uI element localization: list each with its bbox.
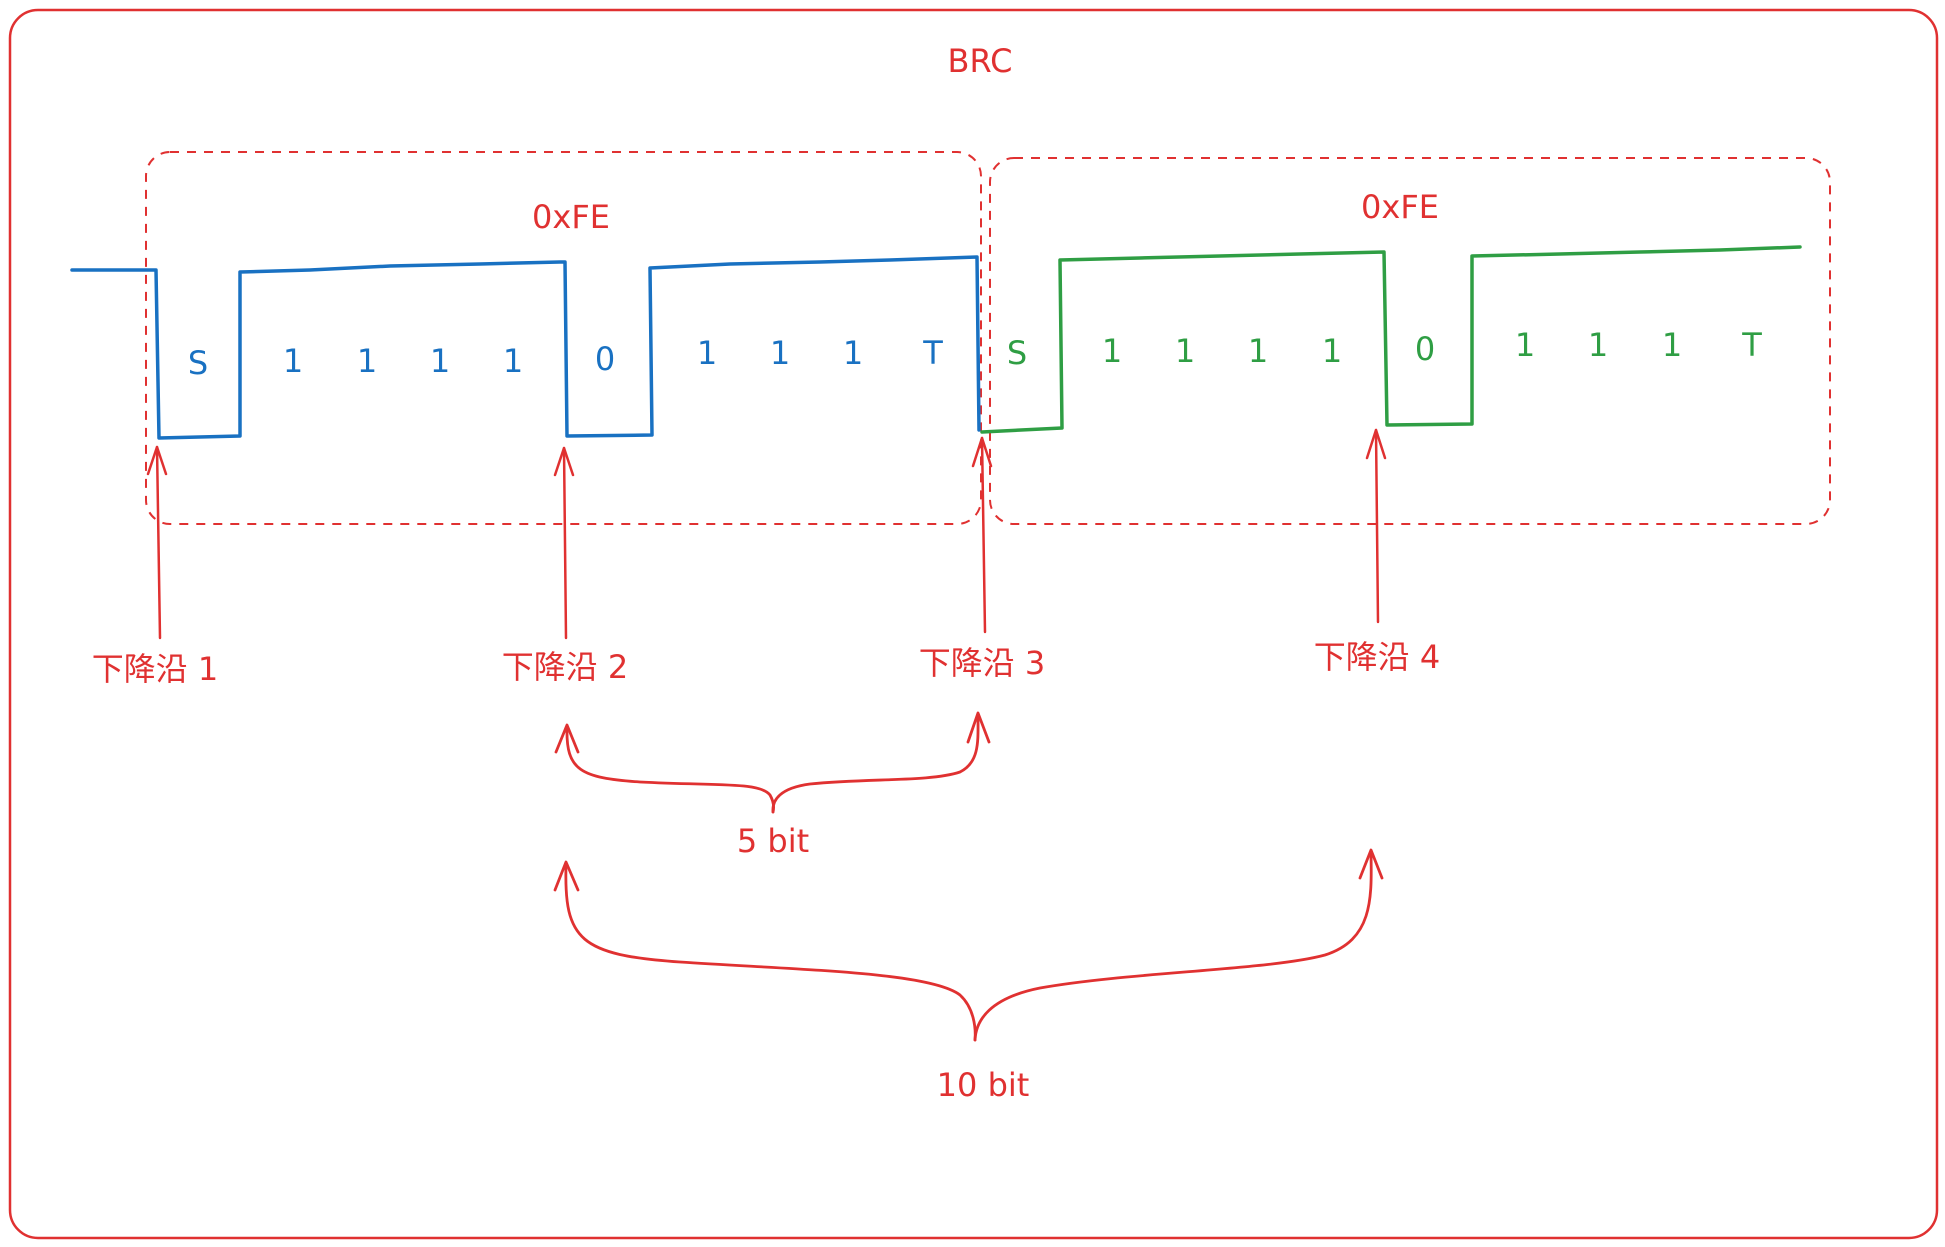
frame-2-bit: 1 (1175, 332, 1195, 370)
frame-1-hex-label: 0xFE (532, 198, 610, 236)
frame-1-bit-labels: S 1 1 1 1 0 1 1 1 T (188, 334, 943, 382)
frame-1-bit: S (188, 344, 208, 382)
frame-1-bit: T (922, 334, 943, 372)
span-10-bit-label: 10 bit (937, 1066, 1030, 1104)
falling-edge-3-label: 下降沿 3 (919, 644, 1046, 682)
frame-1-bit: 1 (283, 342, 303, 380)
frame-2-bit: 1 (1588, 326, 1608, 364)
falling-edge-3-arrow (971, 436, 993, 634)
frame-2-bit: 1 (1515, 326, 1535, 364)
frame-1-bit: 1 (503, 342, 523, 380)
frame-1-bit: 1 (843, 334, 863, 372)
falling-edge-2-label: 下降沿 2 (502, 648, 629, 686)
outer-border (8, 8, 1939, 1240)
span-5-bit-arrow (554, 711, 991, 814)
frame-2-bit: S (1007, 334, 1027, 372)
span-10-bit-arrow (553, 848, 1384, 1042)
frame-2-bit: 1 (1322, 332, 1342, 370)
falling-edge-1-arrow (146, 445, 168, 640)
frame-2-bit: 0 (1415, 330, 1435, 368)
falling-edge-arrows (146, 428, 1387, 640)
falling-edge-4-arrow (1365, 428, 1387, 624)
diagram-title: BRC (948, 42, 1013, 80)
frame-1-bit: 0 (595, 340, 615, 378)
frame-1-dashed-box (145, 151, 982, 525)
frame-2-hex-label: 0xFE (1361, 188, 1439, 226)
frame-2-bit: 1 (1662, 326, 1682, 364)
frame-1-bit: 1 (697, 334, 717, 372)
frame-1-waveform (70, 255, 981, 440)
frame-2-waveform (980, 245, 1802, 434)
frame-2-bit: 1 (1102, 332, 1122, 370)
frame-2-bit: 1 (1248, 332, 1268, 370)
falling-edge-1-label: 下降沿 1 (92, 650, 219, 688)
frame-1-bit: 1 (430, 342, 450, 380)
frame-1-bit: 1 (357, 342, 377, 380)
span-5-bit-label: 5 bit (737, 822, 809, 860)
falling-edge-2-arrow (553, 446, 575, 640)
frame-2-bit: T (1741, 326, 1762, 364)
frame-1-bit: 1 (770, 334, 790, 372)
frame-2-dashed-box (989, 157, 1831, 525)
frame-2-bit-labels: S 1 1 1 1 0 1 1 1 T (1007, 326, 1762, 372)
falling-edge-4-label: 下降沿 4 (1314, 638, 1441, 676)
